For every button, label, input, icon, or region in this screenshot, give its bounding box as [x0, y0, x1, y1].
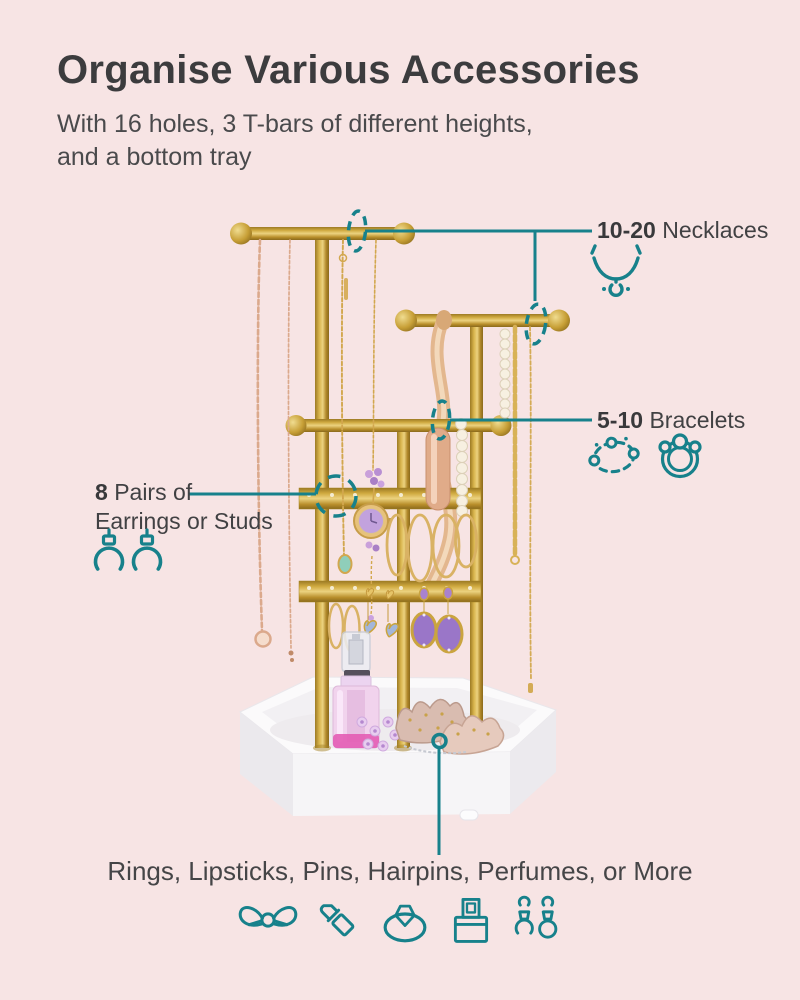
perfume-icon — [453, 898, 489, 943]
lipstick-icon — [319, 904, 355, 937]
page-subtitle: With 16 holes, 3 T-bars of different hei… — [57, 108, 533, 174]
necklaces-callout-line — [365, 229, 592, 301]
callout-necklaces-label: 10-20 Necklaces — [597, 217, 768, 244]
stud-dangle-earrings — [327, 586, 464, 654]
earrings-label-line-1: 8 Pairs of — [95, 479, 193, 505]
subtitle-line-1: With 16 holes, 3 T-bars of different hei… — [57, 110, 533, 138]
tray-callout-line — [431, 732, 448, 855]
necklace-capacity-marker — [346, 209, 368, 253]
necklaces-label: Necklaces — [662, 217, 769, 243]
callout-earrings-label: 8 Pairs of Earrings or Studs — [95, 478, 273, 536]
annotation-overlay — [188, 209, 592, 855]
tray-note-icons — [236, 892, 564, 948]
bracelet-dashed-icon — [588, 436, 640, 474]
bow-icon — [238, 906, 298, 928]
necklaces-quantity: 10-20 — [597, 217, 656, 243]
hair-claws — [395, 698, 505, 755]
page-title: Organise Various Accessories — [57, 48, 640, 92]
callout-bracelets-label: 5-10 Bracelets — [597, 407, 745, 434]
bracelets-quantity: 5-10 — [597, 407, 644, 433]
hanging-necklaces — [254, 238, 533, 693]
earring-hole-marker — [314, 474, 358, 518]
bracelet-capacity-marker — [430, 399, 452, 441]
hanging-bracelets — [425, 328, 511, 517]
bangle-icon — [658, 433, 702, 479]
earrings-pair-icon — [514, 895, 558, 939]
bracelet-icons — [586, 430, 706, 482]
earring-hooks-icon — [93, 528, 163, 571]
necklace-capacity-marker-2 — [524, 302, 548, 346]
flower-beads — [356, 716, 401, 752]
perfume-bottle — [332, 631, 380, 749]
earrings-label-line-2: Earrings or Studs — [95, 508, 273, 534]
earrings-quantity: 8 — [95, 479, 108, 505]
bracelets-label: Bracelets — [649, 407, 746, 433]
hanging-watch — [353, 468, 391, 621]
tray-note-text: Rings, Lipsticks, Pins, Hairpins, Perfum… — [107, 856, 693, 886]
ring-icon — [383, 904, 427, 943]
necklace-icon — [590, 244, 642, 297]
subtitle-line-2: and a bottom tray — [57, 143, 252, 171]
hoop-earrings — [385, 513, 478, 583]
